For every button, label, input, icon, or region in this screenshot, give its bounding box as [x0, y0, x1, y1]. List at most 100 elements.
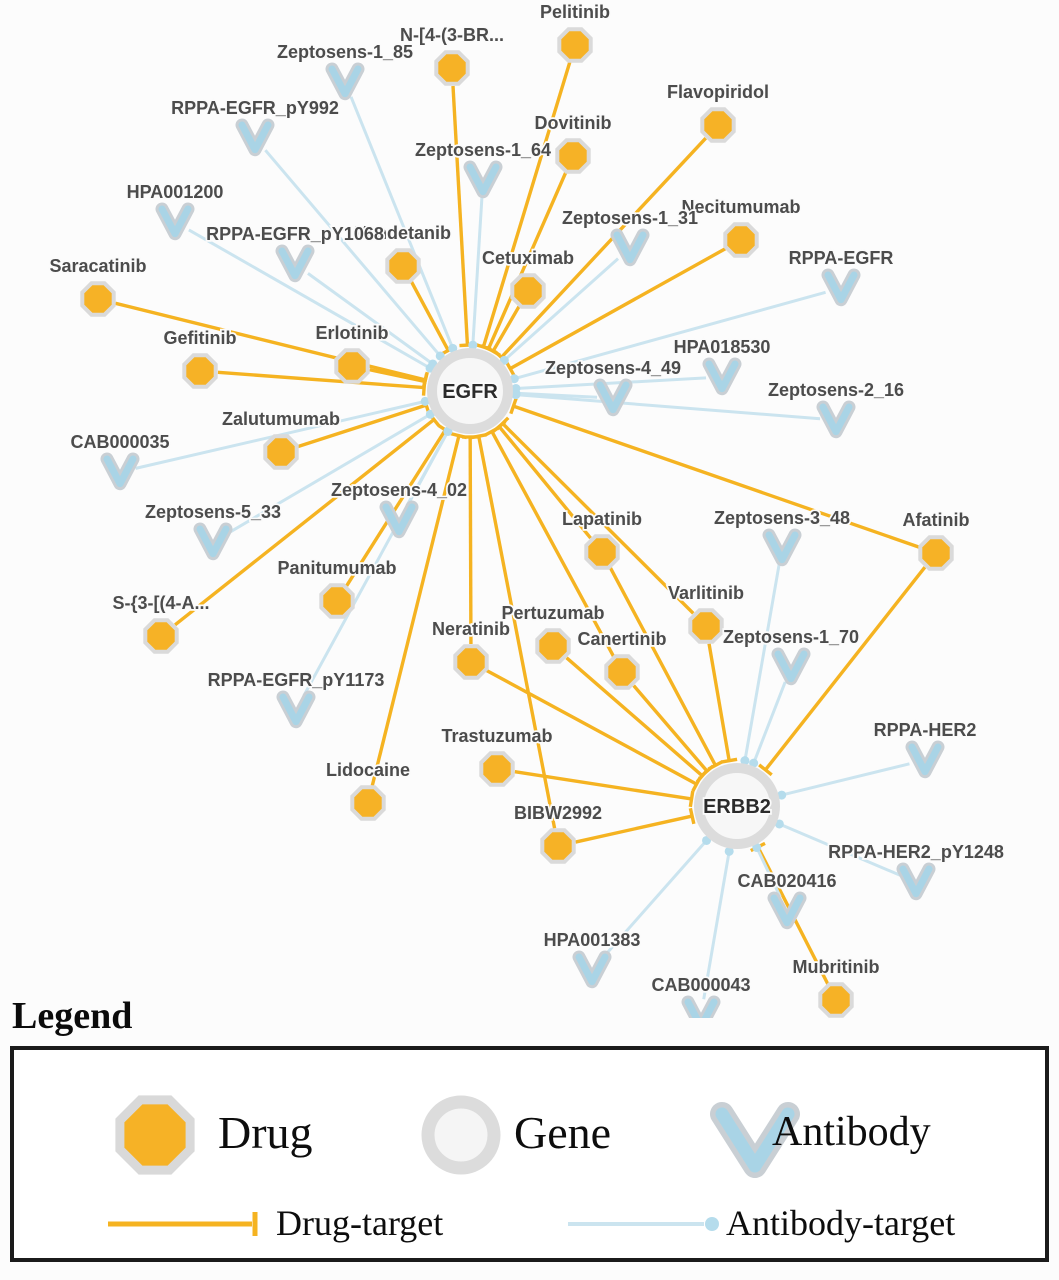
antibody-label: Zeptosens-4_02	[331, 480, 467, 500]
drug-target-edge	[565, 656, 704, 778]
drug-node-trastuzumab[interactable]	[479, 751, 515, 787]
drug-octagon	[143, 618, 179, 654]
antibody-chevron-icon	[575, 953, 609, 986]
inhibition-tee	[688, 807, 696, 825]
antibody-label: Zeptosens-5_33	[145, 502, 281, 522]
antibody-target-edge	[778, 822, 902, 878]
antibody-label: Zeptosens-1_64	[415, 140, 551, 160]
antibody-target-edge	[752, 681, 787, 764]
antibody-node-rppa_egfr_py1068[interactable]	[275, 244, 315, 283]
drug-label: Mubritinib	[793, 957, 880, 977]
antibody-node-zeptosens_2_16[interactable]	[816, 400, 856, 439]
drug-label: Vandetanib	[355, 223, 451, 243]
drug-node-erlotinib[interactable]	[334, 348, 370, 384]
drug-octagon	[557, 27, 593, 63]
antibody-chevron-icon	[196, 525, 230, 558]
drug-target-edge	[370, 435, 461, 786]
drug-node-s3_4a[interactable]	[143, 618, 179, 654]
drug-node-dovitinib[interactable]	[555, 138, 591, 174]
antibody-node-rppa_her2[interactable]	[905, 740, 945, 779]
drug-node-n4_3br[interactable]	[434, 50, 470, 86]
antibody-node-hpa001200[interactable]	[155, 202, 195, 241]
antibody-label: Zeptosens-2_16	[768, 380, 904, 400]
drug-target-edge	[707, 643, 731, 761]
gene-circle	[427, 348, 513, 434]
antibody-node-zeptosens_4_49[interactable]	[593, 378, 633, 417]
drug-node-flavopiridol[interactable]	[700, 107, 736, 143]
drug-label: Canertinib	[577, 629, 666, 649]
antibody-node-cab000043[interactable]	[681, 995, 721, 1018]
edges-layer	[115, 61, 927, 1000]
antibody-node-rppa_her2_py1248[interactable]	[896, 862, 936, 901]
antibody-node-rppa_egfr_py1173[interactable]	[276, 690, 316, 729]
drug-octagon	[688, 608, 724, 644]
drug-node-neratinib[interactable]	[453, 644, 489, 680]
antibody-label: Zeptosens-1_70	[723, 627, 859, 647]
gene-node-EGFR[interactable]	[427, 348, 513, 434]
drug-node-afatinib[interactable]	[918, 535, 954, 571]
drug-target-edge	[468, 436, 473, 645]
legend-gene-icon	[421, 1095, 501, 1175]
antibody-chevron-icon	[824, 271, 858, 304]
inhibition-tee	[495, 416, 510, 431]
drug-label: Pertuzumab	[501, 603, 604, 623]
drug-target-edge	[477, 435, 557, 829]
drug-node-lidocaine[interactable]	[350, 785, 386, 821]
drug-label: Varlitinib	[668, 583, 744, 603]
antibody-label: HPA001383	[544, 930, 641, 950]
antibody-node-zeptosens_1_31[interactable]	[610, 228, 650, 267]
antibody-edge-dot	[420, 396, 430, 406]
inhibition-tee	[509, 397, 518, 415]
antibody-node-zeptosens_1_85[interactable]	[325, 62, 365, 101]
antibody-chevron-icon	[765, 531, 799, 564]
drug-octagon	[350, 785, 386, 821]
antibody-node-zeptosens_4_02[interactable]	[379, 500, 419, 539]
antibody-node-zeptosens_3_48[interactable]	[762, 528, 802, 567]
antibody-node-rppa_egfr_py992[interactable]	[235, 118, 275, 157]
antibody-node-zeptosens_1_70[interactable]	[771, 647, 811, 686]
drug-node-saracatinib[interactable]	[80, 281, 116, 317]
drug-node-zalutumumab[interactable]	[263, 434, 299, 470]
drug-node-mubritinib[interactable]	[818, 982, 854, 1018]
antibody-node-hpa018530[interactable]	[702, 357, 742, 396]
drug-target-edge	[764, 566, 927, 771]
drug-label: Panitumumab	[277, 558, 396, 578]
drug-node-canertinib[interactable]	[604, 654, 640, 690]
drug-target-edge	[297, 403, 427, 449]
antibody-chevron-icon	[819, 403, 853, 436]
antibody-target-edge	[513, 290, 826, 381]
antibody-node-zeptosens_1_64[interactable]	[463, 160, 503, 199]
drug-octagon	[453, 644, 489, 680]
drug-node-gefitinib[interactable]	[182, 353, 218, 389]
inhibition-tee	[421, 373, 429, 390]
drug-node-varlitinib[interactable]	[688, 608, 724, 644]
gene-node-ERBB2[interactable]	[694, 763, 780, 849]
antibody-node-cab000035[interactable]	[100, 452, 140, 491]
antibody-node-cab020416[interactable]	[767, 891, 807, 930]
drug-label: Neratinib	[432, 619, 510, 639]
drug-target-edge	[512, 404, 920, 549]
antibody-node-zeptosens_5_33[interactable]	[193, 522, 233, 561]
antibody-label: RPPA-EGFR_pY992	[171, 98, 339, 118]
drug-node-necitumumab[interactable]	[723, 222, 759, 258]
legend-label-drug-target: Drug-target	[276, 1203, 444, 1243]
drug-node-panitumumab[interactable]	[319, 583, 355, 619]
drug-label: Zalutumumab	[222, 409, 340, 429]
drug-node-vandetanib[interactable]	[385, 248, 421, 284]
network-canvas[interactable]: EGFRERBB2PelitinibN-[4-(3-BR...Flavopiri…	[0, 0, 1059, 1018]
antibody-node-rppa_egfr[interactable]	[821, 268, 861, 307]
drug-node-bibw2992[interactable]	[540, 828, 576, 864]
antibody-label: RPPA-HER2_pY1248	[828, 842, 1004, 862]
antibody-target-edge	[503, 257, 620, 362]
drug-node-cetuximab[interactable]	[510, 273, 546, 309]
inhibition-tee	[484, 426, 500, 437]
drug-node-pelitinib[interactable]	[557, 27, 593, 63]
drug-target-edge	[486, 171, 568, 350]
antibody-chevron-icon	[278, 247, 312, 280]
drug-label: BIBW2992	[514, 803, 602, 823]
antibody-node-hpa001383[interactable]	[572, 950, 612, 989]
drug-octagon	[604, 654, 640, 690]
drug-node-lapatinib[interactable]	[584, 534, 620, 570]
drug-node-pertuzumab[interactable]	[535, 628, 571, 664]
drug-octagon	[700, 107, 736, 143]
